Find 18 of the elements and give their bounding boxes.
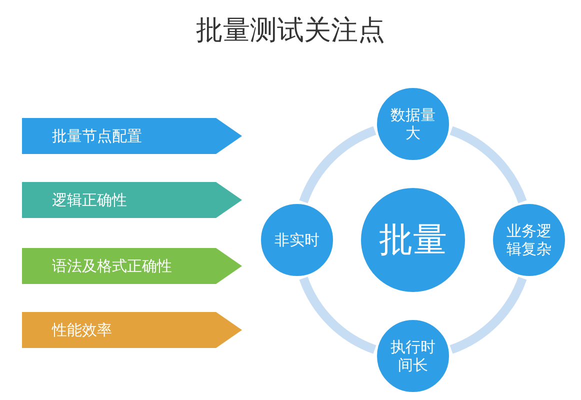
banner-label: 性能效率 xyxy=(50,320,112,340)
circle-label: 业务逻辑复杂 xyxy=(506,222,552,258)
banner-label: 逻辑正确性 xyxy=(51,190,127,210)
arrow-banner xyxy=(22,312,242,348)
ring-connector xyxy=(299,126,376,204)
circle-label: 数据量大 xyxy=(390,106,436,142)
circle-label: 批量 xyxy=(378,220,448,260)
banner-label: 批量节点配置 xyxy=(51,126,142,146)
circle-label: 非实时 xyxy=(274,231,320,249)
ring-connector xyxy=(299,276,376,354)
banner-label: 语法及格式正确性 xyxy=(51,256,172,276)
arrow-banner xyxy=(22,182,242,218)
arrow-banner xyxy=(22,248,242,284)
arrow-banner xyxy=(22,118,242,154)
circle-label: 执行时间长 xyxy=(390,338,436,374)
ring-connector xyxy=(450,126,527,204)
ring-connector xyxy=(450,276,527,354)
diagram-title: 批量测试关注点 xyxy=(195,14,386,48)
